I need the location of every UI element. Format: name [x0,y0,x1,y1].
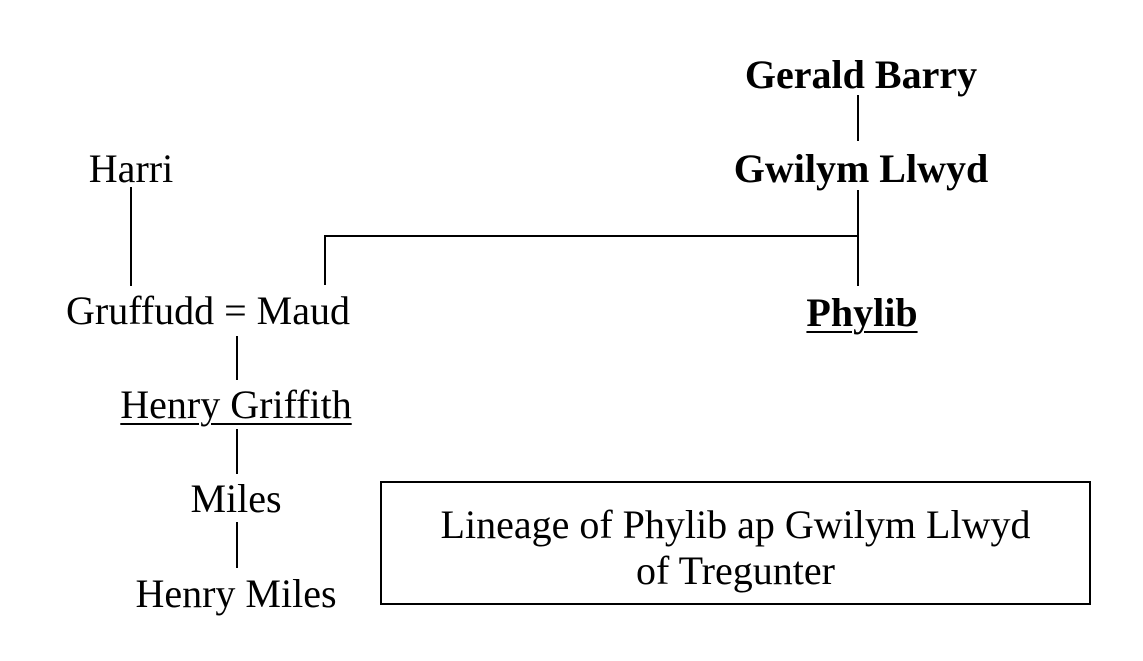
caption-title: Lineage of Phylib ap Gwilym Llwyd [440,502,1031,547]
line-gwilym-to-phylib [857,190,859,286]
person-gerald-barry: Gerald Barry [744,52,978,97]
couple-gruffudd-maud: Gruffudd = Maud [65,288,351,333]
line-gerald-to-gwilym [857,95,859,141]
line-miles-to-henry-miles [236,522,238,568]
person-gwilym-llwyd: Gwilym Llwyd [733,146,989,191]
person-henry-miles: Henry Miles [135,571,337,616]
person-miles: Miles [190,476,282,521]
line-gwilym-to-maud-horizontal [324,235,859,237]
line-gruffudd-to-henry-griffith [236,336,238,380]
caption-box: Lineage of Phylib ap Gwilym Llwyd of Tre… [380,481,1091,605]
line-gwilym-to-maud-vertical [324,235,326,285]
line-henry-griffith-to-miles [236,429,238,474]
person-harri: Harri [88,146,174,191]
line-harri-to-gruffudd [130,187,132,286]
person-henry-griffith: Henry Griffith [120,382,352,427]
caption-subtitle: of Tregunter [636,548,835,593]
person-phylib: Phylib [806,290,918,335]
